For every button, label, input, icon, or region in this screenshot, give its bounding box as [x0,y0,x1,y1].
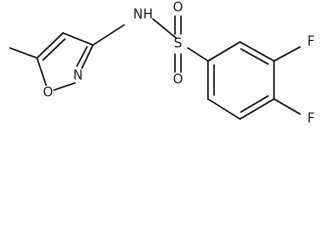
atom-label-n-ring: N [73,69,83,84]
isoxazole-ring [36,32,94,91]
bond-n-o [53,82,76,91]
bond-c5-c4 [36,32,64,59]
atom-label-nh: N [133,8,143,23]
bond-b1-b2 [207,41,241,62]
bond-c-f-bottom [273,98,301,115]
bond-o-c5 [36,57,47,86]
bond-methyl [9,47,38,59]
bond-c3-n [81,44,94,69]
atom-label-o-top: O [173,1,183,16]
bond-nh-s [152,18,177,39]
bond-c3-nh [92,24,125,46]
chemical-structure: N H N O S O O F F [9,1,315,127]
bond-b2-b3 [239,41,275,62]
bond-c-f-top [273,46,301,62]
bond-c3-n-double [76,46,88,67]
atom-label-o-ring: O [43,86,53,101]
atom-label-f-top: F [307,35,314,50]
benzene-ring [207,41,275,120]
bond-b4-b5-inner [240,95,269,113]
atom-label-s: S [174,37,182,52]
bond-c5-c4-double [42,38,66,61]
atom-label-h: H [143,8,153,23]
bond-c4-c3 [62,32,94,46]
atom-label-o-bottom: O [173,73,183,88]
bond-b5-b6 [207,98,241,120]
bond-s-ring [187,47,209,62]
atom-label-f-bottom: F [307,112,314,127]
bond-b4-b5 [239,98,275,120]
bond-b2-b3-inner [240,48,269,65]
